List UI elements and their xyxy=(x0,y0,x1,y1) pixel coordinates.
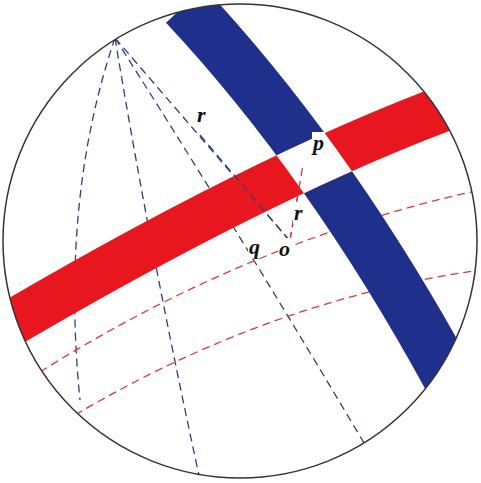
sphere-outline xyxy=(3,4,477,478)
band-crossing xyxy=(0,95,481,330)
point-label: p xyxy=(312,132,325,154)
red-band xyxy=(0,95,481,330)
point-label: o xyxy=(278,238,291,260)
radius-line xyxy=(200,135,289,240)
point-label: q xyxy=(248,236,261,258)
point-label: r xyxy=(293,202,304,224)
radius-line xyxy=(290,165,303,240)
point-label: r xyxy=(196,104,207,126)
